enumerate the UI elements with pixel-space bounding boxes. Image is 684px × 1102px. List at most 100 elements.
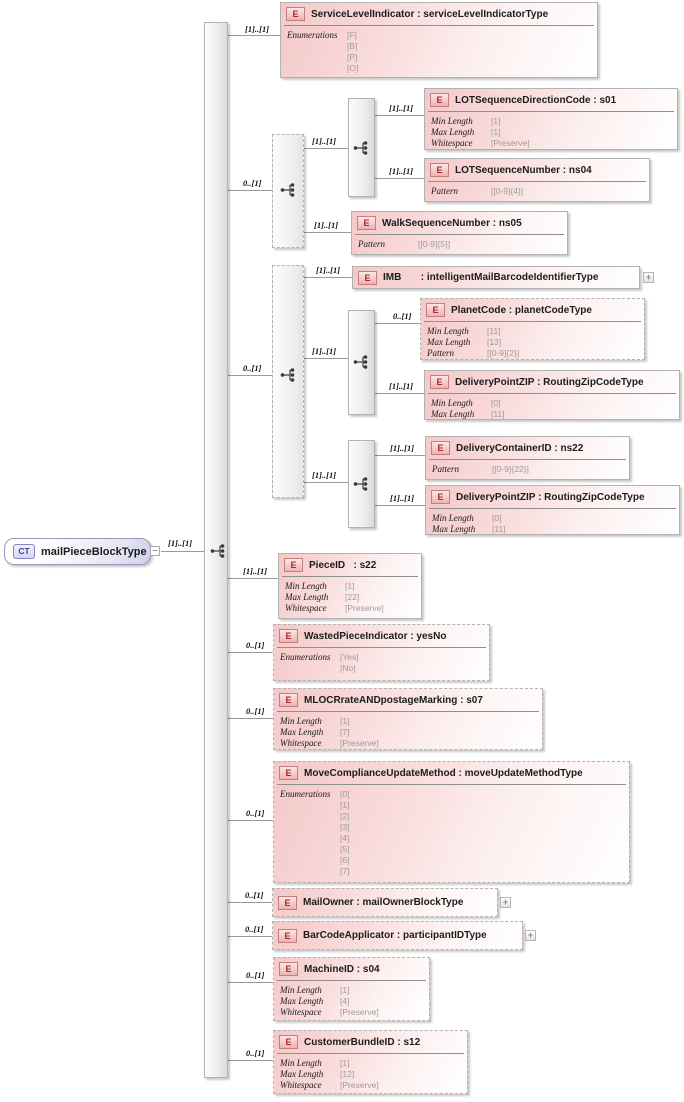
facet-value: [0] [491,397,501,408]
cardinality-label: [1]..[1] [314,220,339,230]
facet-label: Pattern [432,463,459,474]
facet-label: Enumerations [287,29,338,40]
connector-line [228,1060,273,1061]
facet-value: [3] [340,821,350,832]
element-header: DeliveryContainerID : ns22 [456,442,584,454]
cardinality-label: [1]..[1] [312,470,337,480]
facet-value: [1] [340,715,350,726]
facet-value: [1] [491,115,501,126]
expand-button[interactable]: + [525,930,536,941]
element-wasted-piece-indicator[interactable]: E WastedPieceIndicator : yesNo Enumerati… [273,624,490,681]
element-piece-id[interactable]: E PieceID : s22 Min Length[1] Max Length… [278,553,422,619]
element-delivery-point-zip-2[interactable]: E DeliveryPointZIP : RoutingZipCodeType … [425,485,680,535]
facet-value: [1] [340,1057,350,1068]
expand-button[interactable]: + [643,272,654,283]
facet-value: [Preserve] [491,137,530,148]
facet-value: [4] [340,832,350,843]
facet-label: Min Length [280,715,322,726]
separator [428,393,676,394]
facet-label: Whitespace [280,1079,322,1090]
element-lot-sequence-number[interactable]: E LOTSequenceNumber : ns04 Pattern[[0-9]… [424,158,650,202]
facet-label: Enumerations [280,788,331,799]
facet-value: [0] [340,788,350,799]
facet-value: [[0-9]{22}] [492,463,529,474]
separator [428,181,646,182]
sequence-bar[interactable] [204,22,228,1078]
element-lot-sequence-direction-code[interactable]: E LOTSequenceDirectionCode : s01 Min Len… [424,88,678,150]
connector-line [228,652,273,653]
element-delivery-container-id[interactable]: E DeliveryContainerID : ns22 Pattern [[0-… [425,436,630,480]
cardinality-label: [1]..[1] [243,566,268,576]
element-delivery-point-zip-1[interactable]: E DeliveryPointZIP : RoutingZipCodeType … [424,370,680,420]
element-icon: E [426,303,445,317]
facet-value: [1] [345,580,355,591]
facet-value: [B] [347,40,358,51]
connector-line [375,505,425,506]
element-machine-id[interactable]: E MachineID : s04 Min Length[1] Max Leng… [273,957,430,1021]
sequence-icon [280,368,295,382]
element-icon: E [431,490,450,504]
element-icon: E [279,962,298,976]
connector-line [228,375,272,376]
facet-label: Max Length [285,591,329,602]
connector-line [228,190,272,191]
element-move-compliance-update-method[interactable]: E MoveComplianceUpdateMethod : moveUpdat… [273,761,630,883]
connector-line [375,323,420,324]
facet-value: [[0-9]{2}] [487,347,520,358]
facet-value: [5] [340,843,350,854]
element-header: CustomerBundleID : s12 [304,1036,421,1048]
element-service-level-indicator[interactable]: E ServiceLevelIndicator : serviceLevelIn… [280,2,598,78]
facet-value: [[0-9]{4}] [491,185,524,196]
element-header: MoveComplianceUpdateMethod : moveUpdateM… [304,767,583,779]
separator [429,508,676,509]
element-icon: E [430,375,449,389]
sequence-icon [353,477,368,491]
expand-icon: + [527,930,534,940]
element-icon: E [279,693,298,707]
element-mail-owner[interactable]: E MailOwner : mailOwnerBlockType [272,888,498,917]
separator [282,576,418,577]
facet-value: [F] [347,29,357,40]
element-walk-sequence-number[interactable]: E WalkSequenceNumber : ns05 Pattern[[0-9… [351,211,568,255]
element-planet-code[interactable]: E PlanetCode : planetCodeType Min Length… [420,298,645,360]
connector-line [228,936,272,937]
element-mlocr-rate-and-postage-marking[interactable]: E MLOCRrateANDpostageMarking : s07 Min L… [273,688,543,750]
facet-label: Min Length [432,512,474,523]
complex-type-mail-piece-block-type[interactable]: CT mailPieceBlockType [4,538,151,565]
complex-type-badge: CT [13,544,35,559]
facet-label: Min Length [431,397,473,408]
facet-value: [P] [347,51,358,62]
element-icon: E [430,163,449,177]
collapse-button[interactable]: − [150,546,160,556]
element-header: WastedPieceIndicator : yesNo [304,630,447,642]
expand-icon: + [645,272,652,282]
connector-line [375,178,424,179]
facet-label: Min Length [427,325,469,336]
cardinality-label: [1]..[1] [389,166,414,176]
facet-value: [11] [491,408,505,419]
complex-type-name: mailPieceBlockType [41,545,147,558]
element-icon: E [279,766,298,780]
separator [277,784,626,785]
cardinality-label: 0..[1] [393,311,412,321]
element-icon: E [431,441,450,455]
element-customer-bundle-id[interactable]: E CustomerBundleID : s12 Min Length[1] M… [273,1030,468,1094]
element-icon: E [279,629,298,643]
element-header: MLOCRrateANDpostageMarking : s07 [304,694,483,706]
group-choice-2[interactable] [272,265,304,498]
expand-button[interactable]: + [500,897,511,908]
element-imb[interactable]: E IMB : intelligentMailBarcodeIdentifier… [352,266,640,289]
cardinality-label: [1]..[1] [316,265,341,275]
facet-value: [1] [340,799,350,810]
facet-label: Min Length [280,984,322,995]
group-choice-1[interactable] [272,134,304,248]
facet-label: Max Length [431,126,475,137]
element-header: LOTSequenceNumber : ns04 [455,164,592,176]
facet-value: [0] [492,512,502,523]
facet-label: Max Length [432,523,476,534]
element-bar-code-applicator[interactable]: E BarCodeApplicator : participantIDType [272,921,523,950]
facet-label: Max Length [280,995,324,1006]
expand-icon: + [502,897,509,907]
element-icon: E [278,895,297,910]
facet-label: Whitespace [285,602,327,613]
